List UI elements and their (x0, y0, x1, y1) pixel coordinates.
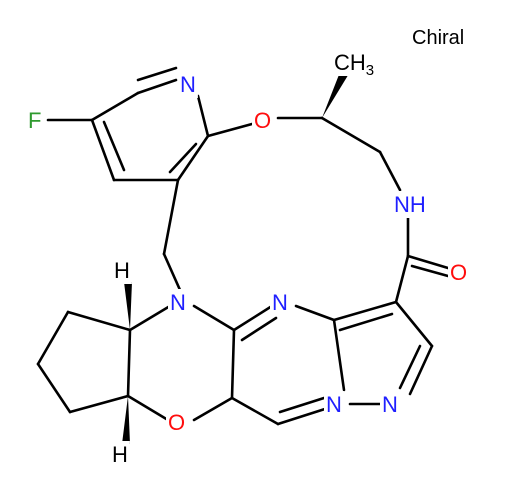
bond (276, 406, 330, 426)
bond (90, 91, 140, 122)
bond (176, 134, 210, 182)
wedge-bond (122, 396, 130, 444)
atom-methyl-group: CH3 (332, 49, 381, 79)
bond (394, 300, 434, 348)
bond (136, 66, 178, 82)
atom-label-background (270, 289, 290, 316)
bond (168, 142, 198, 174)
atom-label: O (254, 108, 271, 133)
atom-label-background (332, 49, 381, 76)
bond (128, 304, 172, 332)
bond (406, 254, 450, 270)
bond (230, 328, 236, 400)
bond (320, 116, 382, 154)
atom-label-background (380, 391, 400, 418)
atom-label: H (114, 258, 130, 283)
atom-label: O (168, 410, 185, 435)
atom-ether-oxygen: O (252, 107, 274, 134)
atom-ring-nitrogen-left: N (168, 289, 188, 316)
atom-label: N (272, 290, 288, 315)
bond (206, 122, 254, 138)
atom-pyridine-nitrogen: N (178, 71, 198, 98)
atom-label-background (26, 107, 44, 134)
atom-label-background (392, 191, 428, 218)
atom-label: N (326, 392, 342, 417)
atom-label: N (180, 72, 196, 97)
atom-stereo-hydrogen-bottom: H (110, 441, 130, 468)
atom-label-background (168, 289, 188, 316)
bond (332, 318, 346, 392)
bond (278, 396, 326, 414)
atom-label: N (382, 392, 398, 417)
bond (332, 300, 398, 322)
bond (378, 150, 402, 192)
atom-label-background (448, 259, 470, 286)
bond (338, 312, 394, 332)
bond (232, 304, 274, 332)
atom-label-background (252, 107, 274, 134)
bond (162, 252, 182, 292)
bond (68, 394, 130, 414)
atom-label-background (112, 257, 132, 284)
atom-label-background (166, 409, 188, 436)
bond (192, 304, 236, 332)
bonds-group (36, 66, 450, 426)
bond (90, 118, 116, 182)
bond (192, 396, 234, 422)
bond (162, 178, 180, 256)
bond (36, 362, 72, 414)
atom-label-background (324, 391, 344, 418)
atom-bridgehead-nitrogen: N (324, 391, 344, 418)
wedge-bond (124, 282, 132, 330)
atom-stereo-hydrogen-top: H (112, 257, 132, 284)
bond (398, 344, 422, 390)
bond (294, 304, 336, 322)
atom-label: F (28, 108, 41, 133)
atom-label: H (112, 442, 128, 467)
atom-amide-nitrogen: NH (392, 191, 428, 218)
atom-pyrazole-nitrogen: N (380, 391, 400, 418)
atom-label: O (450, 260, 467, 285)
bond (230, 396, 280, 426)
atom-label: N (170, 290, 186, 315)
bond (240, 316, 278, 342)
atom-oxazine-oxygen: O (166, 409, 188, 436)
bond (410, 264, 450, 278)
wedge-bond (322, 67, 350, 118)
bond (66, 310, 132, 332)
atom-label: NH (394, 192, 426, 217)
bond (408, 344, 434, 396)
bond (36, 310, 70, 366)
bond (126, 328, 132, 398)
atom-label-background (178, 71, 198, 98)
bond (126, 394, 170, 422)
atom-fluorine: F (26, 107, 44, 134)
chiral-label: Chiral (412, 27, 464, 49)
atom-label: CH3 (334, 50, 374, 79)
bond (136, 78, 178, 95)
atom-labels-group: F N O CH3 NH O H N N N N (26, 49, 470, 468)
bond (394, 254, 410, 304)
atom-carbonyl-oxygen: O (448, 259, 470, 286)
atom-label-background (110, 441, 130, 468)
atom-pyrimidine-nitrogen: N (270, 289, 290, 316)
bond (102, 120, 126, 172)
bond (196, 94, 210, 138)
